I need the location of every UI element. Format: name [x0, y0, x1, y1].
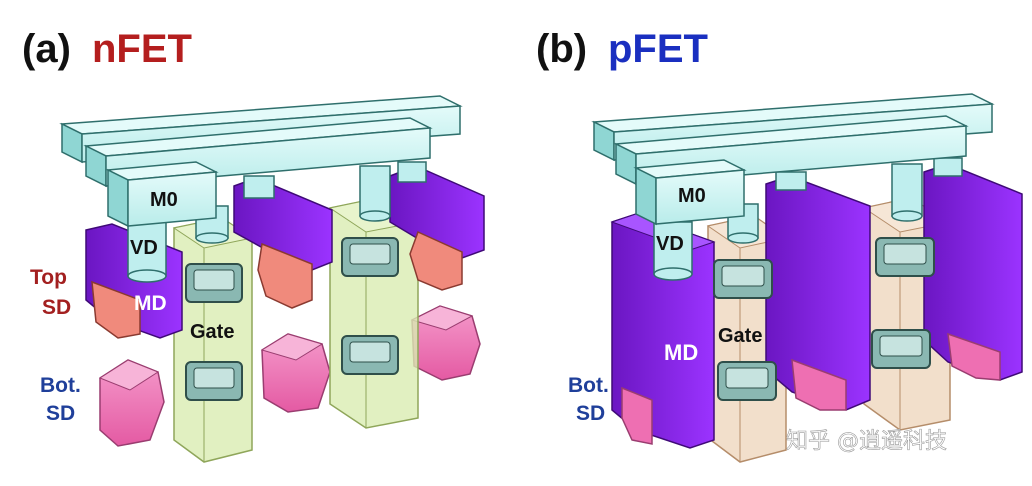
- m0-rail: [105, 161, 219, 228]
- vd-via: [397, 161, 427, 183]
- gate-structure: [328, 197, 420, 429]
- vd-via: [891, 163, 923, 222]
- top-sd-label-line1: Top: [30, 266, 67, 289]
- channel-sheet: [341, 237, 399, 277]
- bottom-sd-block: [260, 333, 331, 413]
- channel-sheet: [717, 361, 777, 401]
- channel-sheet: [341, 335, 399, 375]
- watermark: 知乎 @逍遥科技: [786, 429, 947, 454]
- channel-sheet: [875, 237, 935, 277]
- vd-via: [243, 175, 275, 199]
- bottom-sd-block: [98, 359, 165, 447]
- panel-a-prefix: (a): [22, 27, 71, 71]
- vd-via: [359, 165, 391, 222]
- top-sd-label-line2: SD: [42, 296, 71, 319]
- channel-sheet: [871, 329, 931, 369]
- md-contact: [765, 175, 871, 411]
- vd-label: VD: [656, 233, 684, 255]
- gate-label: Gate: [190, 321, 234, 343]
- top-sd-md-block: [233, 177, 333, 309]
- bottom-sd-block: [410, 305, 481, 381]
- bot-sd-label-line1: Bot.: [568, 374, 609, 397]
- md-label: MD: [134, 292, 167, 315]
- gate-label: Gate: [718, 325, 762, 347]
- vd-via: [775, 171, 807, 191]
- channel-sheet: [185, 361, 243, 401]
- m0-label: M0: [150, 189, 178, 211]
- panel-a-title: nFET: [92, 27, 192, 71]
- bot-sd-label-line1: Bot.: [40, 374, 81, 397]
- bot-sd-label-line2: SD: [46, 402, 75, 425]
- m0-label: M0: [678, 185, 706, 207]
- vd-label: VD: [130, 237, 158, 259]
- panel-b-title: pFET: [608, 27, 708, 71]
- bot-sd-label-line2: SD: [576, 402, 605, 425]
- top-sd-md-block: [389, 165, 485, 291]
- md-label: MD: [664, 340, 698, 365]
- channel-sheet: [185, 263, 243, 303]
- channel-sheet: [713, 259, 773, 299]
- panel-b: (b) pFET: [536, 27, 1023, 463]
- m0-rail: [633, 159, 747, 226]
- vd-via: [933, 157, 963, 177]
- md-contact: [923, 163, 1023, 381]
- vd-via: [653, 221, 693, 281]
- panel-b-prefix: (b): [536, 27, 587, 71]
- vd-via: [127, 221, 167, 283]
- panel-a: (a) nFET: [22, 27, 485, 463]
